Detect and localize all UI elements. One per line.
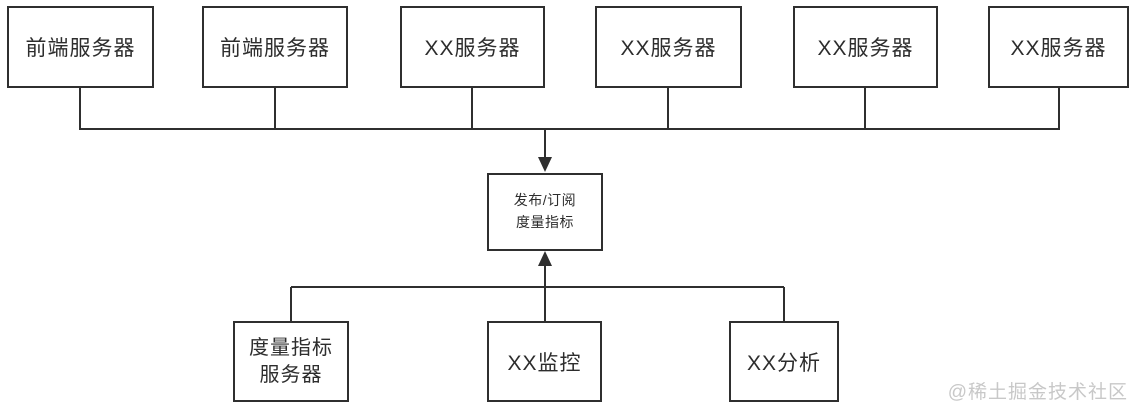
node-label: XX分析 — [746, 351, 821, 375]
node-xx-server-4: XX服务器 — [988, 6, 1129, 88]
down-arrowhead-icon — [538, 157, 552, 172]
node-label-line1: 发布/订阅 — [513, 192, 577, 209]
node-frontend-server-2: 前端服务器 — [202, 6, 348, 88]
node-label: 前端服务器 — [220, 37, 330, 60]
node-xx-analysis: XX分析 — [729, 321, 839, 402]
node-pubsub-metrics-hub: 发布/订阅 度量指标 — [487, 173, 603, 251]
node-xx-monitoring: XX监控 — [487, 321, 602, 402]
node-xx-server-1: XX服务器 — [400, 6, 545, 88]
node-label: XX服务器 — [620, 37, 717, 60]
node-metrics-server: 度量指标 服务器 — [233, 321, 349, 402]
node-label-line2: 服务器 — [259, 363, 323, 386]
node-label: XX服务器 — [817, 37, 914, 60]
up-arrowhead-icon — [538, 251, 552, 266]
node-frontend-server-1: 前端服务器 — [7, 6, 154, 88]
node-label: XX监控 — [507, 351, 582, 375]
node-label: XX服务器 — [1010, 37, 1107, 60]
node-label-line1: 度量指标 — [249, 336, 333, 359]
node-label: XX服务器 — [424, 37, 521, 60]
node-label: 前端服务器 — [25, 37, 136, 60]
watermark-text: @稀土掘金技术社区 — [947, 382, 1128, 403]
node-xx-server-2: XX服务器 — [595, 6, 742, 88]
node-xx-server-3: XX服务器 — [793, 6, 938, 88]
node-label-line2: 度量指标 — [516, 214, 574, 230]
